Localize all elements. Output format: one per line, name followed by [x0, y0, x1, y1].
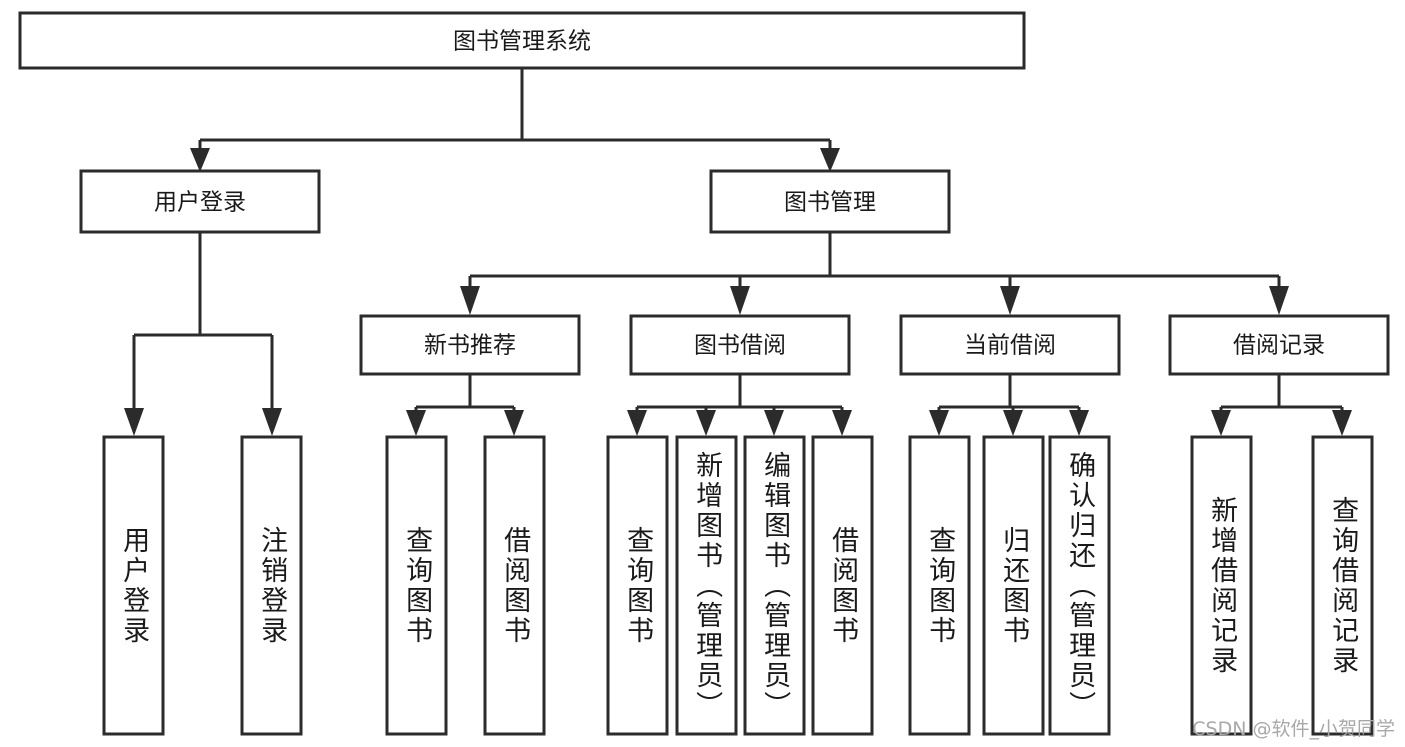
arrow-head-icon: [1000, 286, 1020, 315]
leaf-node-box: [1311, 435, 1374, 736]
connector-book-borrow-to-leaves: [627, 374, 852, 436]
leaf-node-box: [982, 435, 1045, 736]
node-root-label: 图书管理系统: [453, 29, 591, 55]
connector-root-to-level2: [190, 68, 840, 172]
connector-book-mgmt-to-level3: [460, 232, 1289, 315]
node-current-borrow[interactable]: 当前借阅: [899, 314, 1121, 376]
leaf-node-box: [811, 435, 874, 736]
connector-borrow-record-to-leaves: [1211, 374, 1352, 436]
leaf-node-box: [102, 435, 165, 736]
connector-new-book-recommend-to-leaves: [406, 374, 524, 436]
watermark-text: CSDN @软件_小贺同学: [1192, 718, 1395, 740]
leaf-node-box: [675, 435, 738, 736]
node-borrow-record[interactable]: 借阅记录: [1168, 314, 1390, 376]
leaf-nodes-group: [102, 435, 1374, 736]
leaf-node-box: [908, 435, 971, 736]
leaf-node-box: [1190, 435, 1253, 736]
node-new-book-recommend[interactable]: 新书推荐: [359, 314, 581, 376]
arrow-head-icon: [1003, 410, 1023, 436]
arrow-head-icon: [504, 410, 524, 436]
arrow-head-icon: [820, 148, 840, 172]
arrow-head-icon: [190, 148, 210, 172]
arrow-head-icon: [696, 410, 716, 436]
node-user-login[interactable]: 用户登录: [79, 169, 321, 234]
connector-current-borrow-to-leaves: [929, 374, 1089, 436]
leaf-node-box: [240, 435, 303, 736]
arrow-head-icon: [262, 408, 282, 436]
arrow-head-icon: [764, 410, 784, 436]
leaf-node-box: [606, 435, 669, 736]
arrow-head-icon: [1332, 410, 1352, 436]
arrow-head-icon: [832, 410, 852, 436]
arrow-head-icon: [1269, 286, 1289, 315]
arrow-head-icon: [1211, 410, 1231, 436]
node-book-management[interactable]: 图书管理: [709, 169, 951, 234]
arrow-head-icon: [460, 286, 480, 315]
node-book-management-label: 图书管理: [784, 190, 876, 216]
node-book-borrow[interactable]: 图书借阅: [629, 314, 851, 376]
arrow-head-icon: [627, 410, 647, 436]
leaf-node-box: [743, 435, 806, 736]
node-root[interactable]: 图书管理系统: [18, 11, 1026, 70]
node-book-borrow-label: 图书借阅: [694, 333, 786, 359]
leaf-node-box: [1048, 435, 1111, 736]
arrow-head-icon: [1069, 410, 1089, 436]
arrow-head-icon: [124, 408, 144, 436]
arrow-head-icon: [406, 410, 426, 436]
connector-user-login-to-leaves: [124, 232, 282, 436]
arrow-head-icon: [730, 286, 750, 315]
node-user-login-label: 用户登录: [154, 190, 246, 216]
leaf-node-box: [483, 435, 546, 736]
node-current-borrow-label: 当前借阅: [964, 333, 1056, 359]
arrow-head-icon: [929, 410, 949, 436]
leaf-node-box: [385, 435, 448, 736]
node-new-book-recommend-label: 新书推荐: [424, 333, 516, 359]
node-borrow-record-label: 借阅记录: [1233, 333, 1325, 359]
